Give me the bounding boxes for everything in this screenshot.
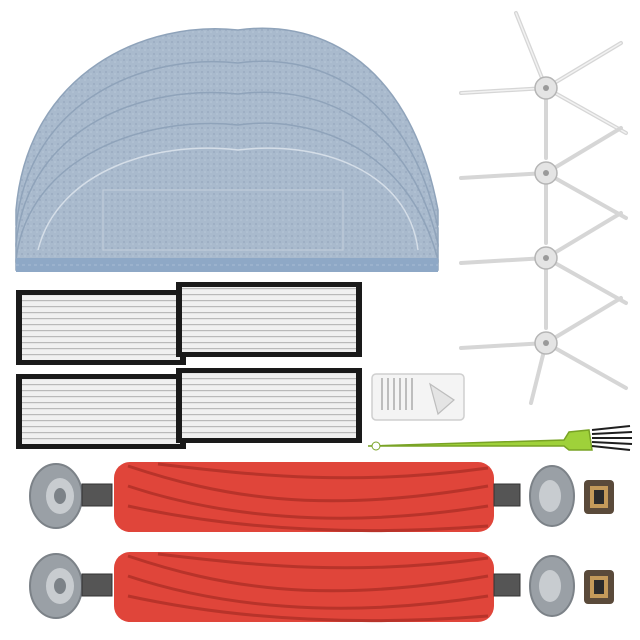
roller-body-2: [114, 552, 494, 622]
side-brushes: [459, 11, 628, 405]
filter-4: [176, 368, 362, 443]
roller-bearing-1: [584, 480, 614, 514]
side-brush-4: [459, 296, 628, 405]
filter-3: [16, 374, 186, 449]
filter-1: [16, 290, 186, 365]
roller-body-1: [114, 462, 494, 532]
filter-2: [176, 282, 362, 357]
main-roller-brush-2: [29, 552, 614, 623]
side-brush-2: [459, 126, 628, 245]
end-cap-left-2: [29, 553, 83, 619]
hepa-filters: [16, 282, 362, 449]
cleaning-comb: [371, 373, 465, 421]
side-brush-3: [459, 211, 628, 330]
end-cap-right-1: [529, 465, 575, 527]
roller-bearing-2: [584, 570, 614, 604]
cleaning-brush: [367, 425, 633, 451]
end-cap-left-1: [29, 463, 83, 529]
mop-pad-1: [15, 122, 439, 271]
main-roller-brush-1: [29, 462, 614, 533]
mop-pads: [15, 27, 439, 272]
end-cap-right-2: [529, 555, 575, 617]
side-brush: [459, 11, 628, 160]
